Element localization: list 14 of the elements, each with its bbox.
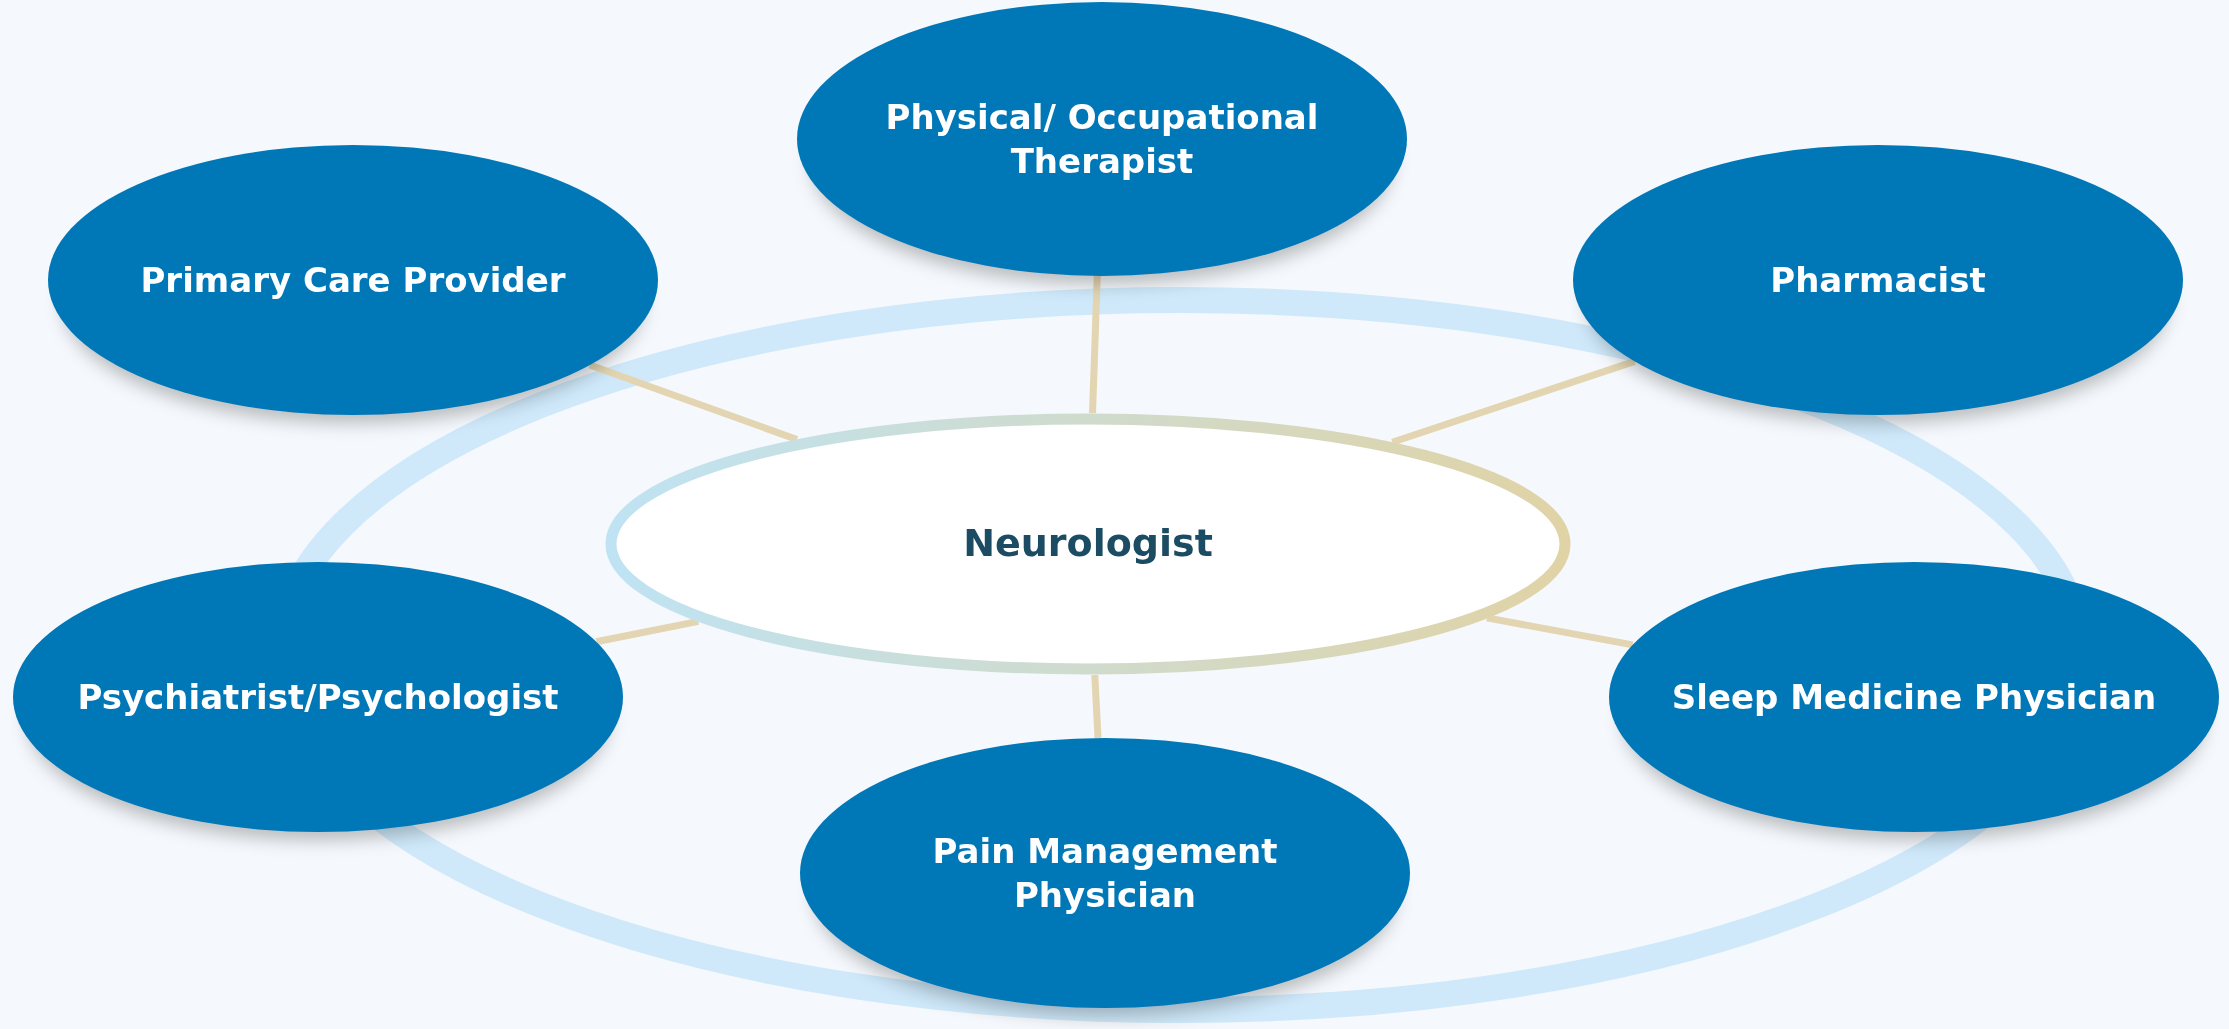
role-label: Pharmacist: [1769, 258, 1987, 302]
connector-line: [1486, 614, 1634, 649]
connector-line: [595, 618, 700, 646]
center-ellipse: [605, 413, 1571, 675]
role-label: Pain Management Physician: [931, 829, 1279, 917]
role-label: Sleep Medicine Physician: [1670, 675, 2158, 719]
connector-line: [1091, 674, 1102, 739]
role-label: Primary Care Provider: [139, 258, 567, 302]
connector-line: [588, 361, 799, 443]
role-label: Physical/ Occupational Therapist: [884, 95, 1320, 183]
role-label: Psychiatrist/Psychologist: [76, 675, 560, 719]
connector-line: [1089, 275, 1101, 414]
connector-line: [1391, 358, 1636, 446]
role-label: Neurologist: [962, 520, 1214, 568]
